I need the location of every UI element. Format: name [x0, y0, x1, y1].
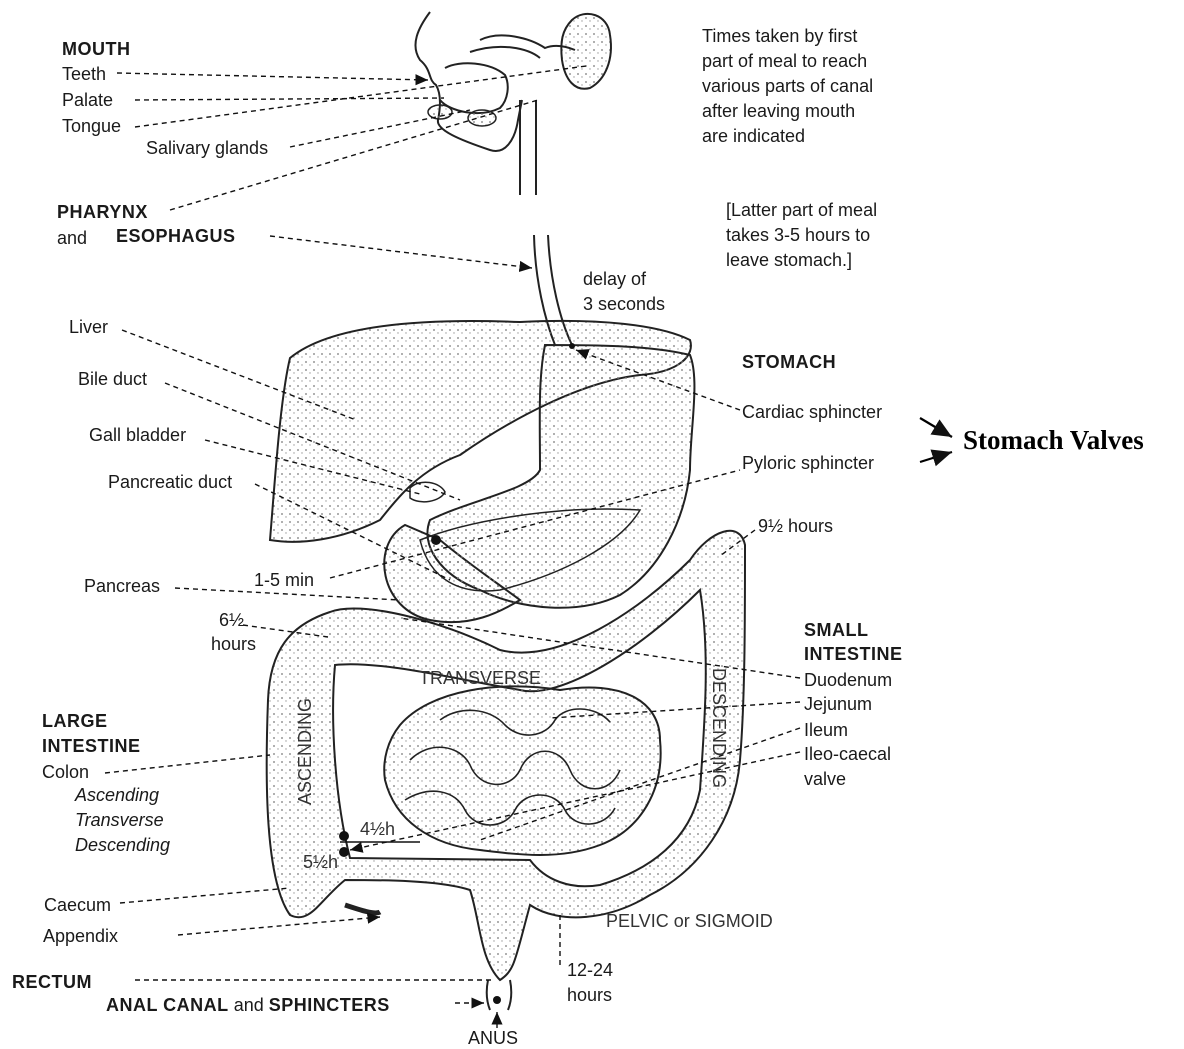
caecum-label: Caecum — [44, 894, 111, 916]
one-five-min-label: 1-5 min — [254, 569, 314, 591]
mouth-title: MOUTH — [62, 38, 131, 60]
pancreas-label: Pancreas — [84, 575, 160, 597]
caecum-dot — [339, 831, 349, 841]
tongue-label: Tongue — [62, 115, 121, 137]
pharynx-title: PHARYNX — [57, 201, 148, 223]
pharynx-and: and — [57, 227, 87, 249]
six-half-hours-label: hours — [211, 633, 256, 655]
latter-note-line: [Latter part of meal — [726, 198, 877, 223]
small-intestine-title-2: INTESTINE — [804, 643, 903, 665]
small-intestine-title: SMALL — [804, 619, 869, 641]
stomach-valves-label: Stomach Valves — [963, 425, 1144, 456]
ileum-label: Ileum — [804, 719, 848, 741]
times-note: Times taken by first part of meal to rea… — [702, 24, 873, 149]
rectum — [487, 980, 512, 1010]
twelve-line: 12-24 — [567, 958, 613, 983]
anal-and-label: and — [234, 995, 264, 1015]
ascending-label: ASCENDING — [295, 698, 315, 805]
valve-label: valve — [804, 768, 846, 790]
delay-note: delay of 3 seconds — [583, 267, 665, 317]
sphincters-label: SPHINCTERS — [269, 995, 390, 1015]
cardiac-sphincter-dot — [569, 343, 575, 349]
duodenum-label: Duodenum — [804, 669, 892, 691]
salivary-gland — [561, 14, 611, 89]
palate-label: Palate — [62, 89, 113, 111]
esophagus-title: ESOPHAGUS — [116, 225, 236, 247]
bile-duct-label: Bile duct — [78, 368, 147, 390]
nine-half-hours-label: 9½ hours — [758, 515, 833, 537]
teeth-label: Teeth — [62, 63, 106, 85]
colon-label: Colon — [42, 761, 89, 783]
large-intestine-title: LARGE — [42, 710, 108, 732]
colon-transverse-label: Transverse — [75, 809, 164, 831]
liver-label: Liver — [69, 316, 108, 338]
anal-canal-label: ANAL CANAL — [106, 995, 229, 1015]
times-note-line: Times taken by first — [702, 24, 873, 49]
times-note-line: part of meal to reach — [702, 49, 873, 74]
colon-descending-label: Descending — [75, 834, 170, 856]
pyloric-sphincter-dot — [431, 535, 441, 545]
delay-line: delay of — [583, 267, 665, 292]
gall-bladder — [410, 482, 445, 502]
four-half-label: 4½h — [360, 819, 395, 839]
pelvic-label: PELVIC or SIGMOID — [606, 911, 773, 931]
anus-label: ANUS — [468, 1027, 518, 1049]
six-half-label: 6½ — [219, 609, 244, 631]
tongue — [468, 110, 496, 126]
descending-label: DESCENDING — [709, 668, 729, 788]
esophagus — [520, 100, 572, 345]
rectum-label: RECTUM — [12, 971, 92, 993]
cardiac-sphincter-label: Cardiac sphincter — [742, 401, 882, 423]
twelve-hours-note: 12-24 hours — [567, 958, 613, 1008]
pyloric-sphincter-label: Pyloric sphincter — [742, 452, 874, 474]
ileo-caecal-label: Ileo-caecal — [804, 743, 891, 765]
gall-bladder-label: Gall bladder — [89, 424, 186, 446]
appendix — [345, 905, 380, 913]
twelve-line: hours — [567, 983, 613, 1008]
latter-note: [Latter part of meal takes 3-5 hours to … — [726, 198, 877, 273]
salivary-glands-label: Salivary glands — [146, 137, 268, 159]
latter-note-line: leave stomach.] — [726, 248, 877, 273]
ileo-caecal-dot — [339, 847, 349, 857]
anal-canal-line: ANAL CANAL and SPHINCTERS — [106, 994, 390, 1016]
times-note-line: after leaving mouth — [702, 99, 873, 124]
latter-note-line: takes 3-5 hours to — [726, 223, 877, 248]
stomach-title: STOMACH — [742, 351, 836, 373]
pancreatic-duct-label: Pancreatic duct — [108, 471, 232, 493]
anus-dot — [493, 996, 501, 1004]
times-note-line: are indicated — [702, 124, 873, 149]
times-note-line: various parts of canal — [702, 74, 873, 99]
tongue-back — [428, 105, 452, 119]
five-half-label: 5½h — [303, 852, 338, 872]
jejunum-label: Jejunum — [804, 693, 872, 715]
transverse-label: TRANSVERSE — [419, 668, 541, 688]
large-intestine-title-2: INTESTINE — [42, 735, 141, 757]
colon-ascending-label: Ascending — [75, 784, 159, 806]
appendix-label: Appendix — [43, 925, 118, 947]
stomach-valves-arrows — [920, 418, 952, 462]
delay-line: 3 seconds — [583, 292, 665, 317]
